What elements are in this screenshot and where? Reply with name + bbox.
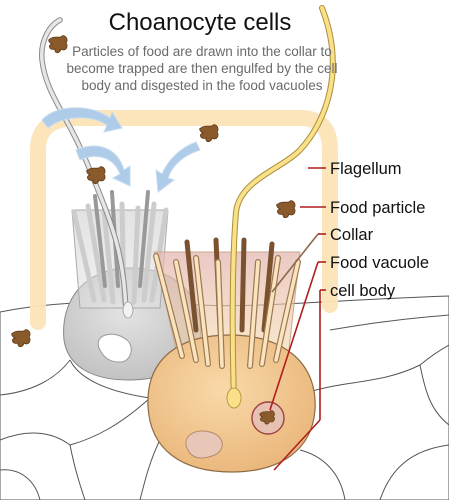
- label-food-vacuole: Food vacuole: [330, 254, 429, 272]
- food-particle: [86, 166, 106, 185]
- food-particle: [48, 35, 68, 54]
- leader-food-vacuole: [269, 261, 319, 411]
- food-particle-in-vacuole: [259, 410, 275, 425]
- food-particles: [11, 35, 296, 425]
- caption-line-3: body and disgested in the food vacuoles: [82, 78, 323, 93]
- leader-collar: [271, 233, 319, 293]
- label-collar: Collar: [330, 226, 374, 244]
- label-food-particle: Food particle: [330, 199, 425, 217]
- leader-lines: [269, 167, 326, 471]
- leader-cell-body: [273, 419, 321, 471]
- flow-arrows: [41, 107, 201, 193]
- caption-line-1: Particles of food are drawn into the col…: [72, 44, 332, 59]
- label-cell-body: cell body: [330, 282, 396, 300]
- label-flagellum: Flagellum: [330, 160, 402, 178]
- food-particle-legend: [276, 200, 296, 219]
- front-collar-rods: [153, 253, 301, 369]
- food-particle: [11, 329, 31, 348]
- food-particle: [199, 124, 219, 143]
- front-flagellum: [226, 5, 336, 409]
- caption-line-2: become trapped are then engulfed by the …: [67, 61, 338, 76]
- page-title: Choanocyte cells: [109, 9, 292, 36]
